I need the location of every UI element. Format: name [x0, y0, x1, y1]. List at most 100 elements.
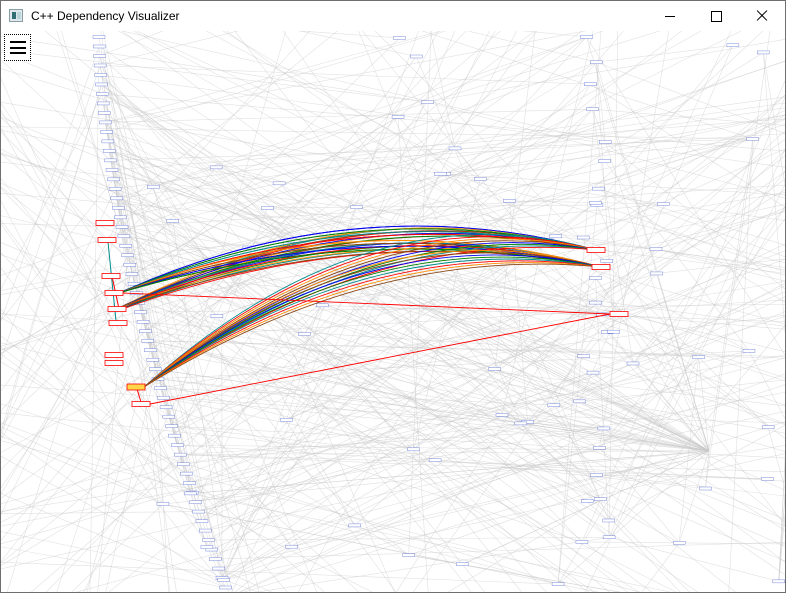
graph-node[interactable] — [589, 276, 602, 280]
graph-node[interactable] — [428, 458, 442, 462]
graph-node[interactable] — [108, 187, 122, 191]
graph-node[interactable] — [594, 497, 607, 501]
graph-node[interactable] — [592, 186, 605, 191]
graph-node[interactable] — [590, 473, 603, 477]
graph-node[interactable] — [298, 332, 311, 336]
graph-node[interactable] — [102, 149, 116, 153]
graph-node[interactable] — [580, 499, 594, 503]
graph-node[interactable] — [92, 35, 106, 39]
graph-node[interactable] — [171, 443, 184, 447]
graph-node[interactable] — [456, 562, 469, 566]
graph-node[interactable] — [202, 538, 215, 542]
graph-node[interactable] — [134, 310, 147, 314]
graph-node[interactable] — [119, 244, 133, 248]
graph-node[interactable] — [93, 63, 107, 68]
highlighted-node[interactable] — [108, 320, 128, 326]
graph-node[interactable] — [649, 247, 663, 251]
highlighted-node[interactable] — [101, 273, 121, 279]
highlighted-node[interactable] — [97, 237, 117, 243]
graph-node[interactable] — [673, 541, 686, 545]
graph-node[interactable] — [192, 509, 205, 514]
graph-node[interactable] — [434, 171, 447, 176]
graph-node[interactable] — [402, 553, 415, 557]
graph-node[interactable] — [391, 115, 405, 119]
graph-node[interactable] — [100, 130, 113, 134]
graph-node[interactable] — [219, 585, 232, 590]
graph-node[interactable] — [99, 120, 112, 125]
graph-node[interactable] — [123, 263, 137, 267]
graph-node[interactable] — [488, 367, 501, 371]
graph-node[interactable] — [166, 219, 180, 223]
graph-node[interactable] — [577, 354, 590, 358]
selected-node[interactable] — [126, 383, 146, 391]
highlighted-node[interactable] — [609, 311, 629, 317]
graph-node[interactable] — [746, 137, 759, 141]
graph-node[interactable] — [110, 196, 123, 201]
graph-node[interactable] — [94, 73, 107, 77]
graph-node[interactable] — [742, 349, 756, 353]
graph-node[interactable] — [393, 36, 406, 40]
graph-node[interactable] — [104, 158, 117, 163]
graph-node[interactable] — [573, 399, 586, 404]
graph-node[interactable] — [136, 320, 150, 324]
graph-node[interactable] — [410, 54, 423, 59]
title-bar[interactable]: C++ Dependency Visualizer — [1, 1, 785, 31]
graph-node[interactable] — [156, 502, 170, 506]
graph-node[interactable] — [141, 339, 155, 343]
graph-node[interactable] — [589, 300, 602, 305]
graph-node[interactable] — [177, 462, 190, 466]
menu-button[interactable] — [4, 34, 31, 61]
graph-node[interactable] — [761, 477, 774, 481]
graph-node[interactable] — [549, 234, 562, 239]
graph-node[interactable] — [474, 177, 487, 181]
graph-node[interactable] — [199, 528, 212, 533]
graph-node[interactable] — [97, 101, 110, 106]
graph-node[interactable] — [280, 418, 293, 422]
close-button[interactable] — [739, 1, 785, 31]
graph-node[interactable] — [98, 111, 111, 115]
graph-node[interactable] — [139, 329, 152, 333]
graph-node[interactable] — [692, 355, 705, 359]
graph-node[interactable] — [146, 358, 160, 362]
highlighted-node[interactable] — [104, 360, 124, 366]
graph-node[interactable] — [580, 35, 593, 39]
graph-node[interactable] — [577, 235, 590, 240]
graph-node[interactable] — [598, 159, 611, 163]
highlighted-node[interactable] — [107, 306, 127, 312]
graph-node[interactable] — [121, 253, 134, 258]
dependency-graph[interactable] — [1, 31, 785, 592]
graph-node[interactable] — [272, 181, 286, 186]
graph-node[interactable] — [112, 206, 125, 210]
graph-node[interactable] — [95, 82, 108, 87]
graph-node[interactable] — [448, 146, 462, 151]
graph-node[interactable] — [514, 421, 528, 426]
graph-node[interactable] — [316, 303, 329, 308]
graph-node[interactable] — [107, 177, 120, 182]
graph-node[interactable] — [168, 433, 181, 438]
graph-node[interactable] — [584, 82, 597, 86]
graph-node[interactable] — [602, 518, 615, 523]
graph-node[interactable] — [348, 523, 361, 528]
graph-node[interactable] — [650, 271, 663, 276]
graph-node[interactable] — [114, 215, 127, 220]
graph-node[interactable] — [503, 199, 516, 203]
graph-node[interactable] — [147, 184, 160, 189]
maximize-button[interactable] — [693, 1, 739, 31]
highlighted-node[interactable] — [586, 247, 606, 253]
graph-node[interactable] — [208, 557, 222, 561]
graph-node[interactable] — [144, 348, 157, 352]
highlighted-node[interactable] — [95, 220, 115, 226]
graph-node[interactable] — [183, 481, 196, 485]
graph-node[interactable] — [162, 414, 176, 419]
graph-node[interactable] — [157, 395, 170, 400]
graph-node[interactable] — [495, 413, 509, 417]
graph-node[interactable] — [726, 43, 740, 47]
graph-node[interactable] — [96, 92, 109, 96]
graph-node[interactable] — [200, 545, 214, 549]
graph-node[interactable] — [189, 500, 202, 504]
graph-node[interactable] — [761, 425, 775, 429]
graph-node[interactable] — [350, 205, 363, 209]
graph-node[interactable] — [586, 370, 600, 375]
graph-node[interactable] — [586, 107, 599, 111]
graph-node[interactable] — [92, 44, 106, 49]
